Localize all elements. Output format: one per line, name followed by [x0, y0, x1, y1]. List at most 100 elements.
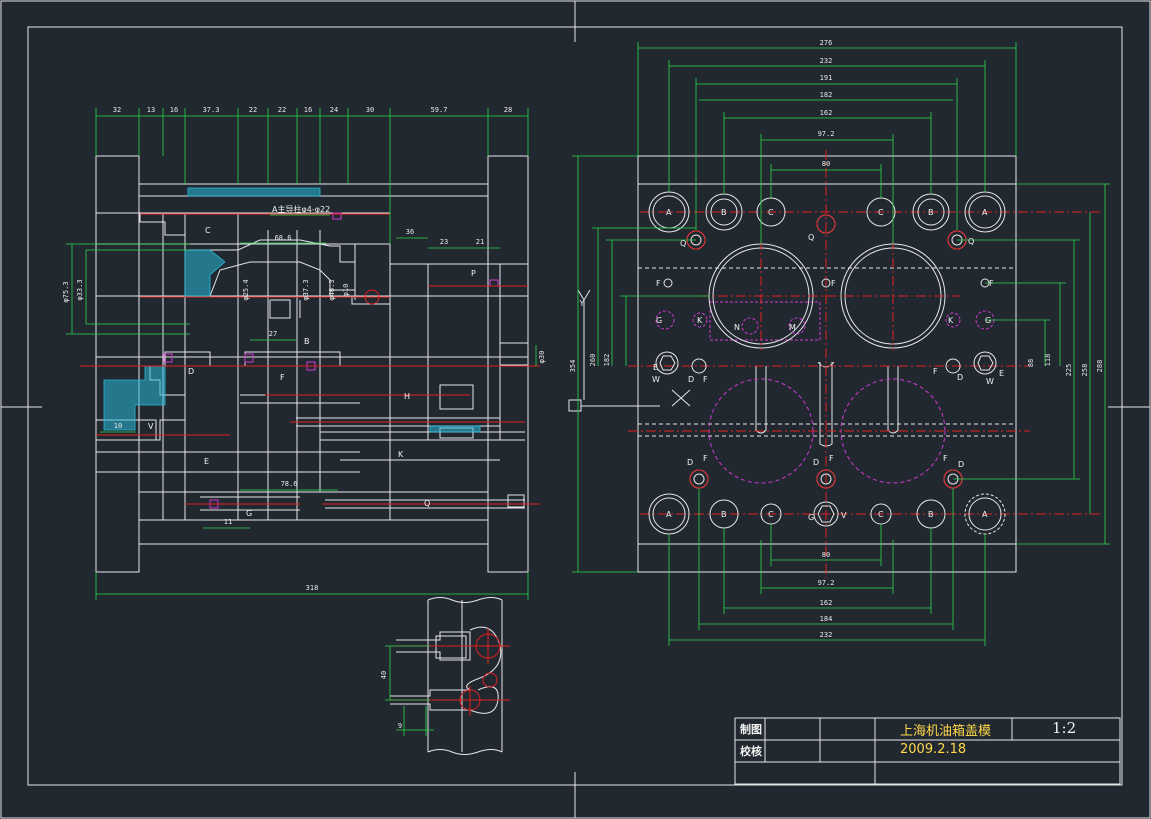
dim-24: 24: [330, 106, 338, 114]
hole-b-tr: B: [928, 208, 934, 217]
plan-view: Y: [568, 39, 1110, 646]
section-centerlines: [80, 213, 540, 505]
dim-21: 21: [476, 238, 484, 246]
plan-dim-182: 182: [820, 91, 833, 99]
plan-origin-marker: [568, 289, 691, 412]
dim-27: 27: [269, 330, 277, 338]
dim-28: 28: [504, 106, 512, 114]
dim-59-7: 59.7: [431, 106, 448, 114]
drawing-date: 2009.2.18: [900, 742, 966, 757]
dim-10: 10: [114, 422, 122, 430]
hole-d-3: D: [958, 460, 964, 469]
dim-318: 318: [306, 584, 319, 592]
plan-centerlines: [628, 150, 1100, 578]
section-hatch: [103, 187, 481, 433]
dia-37-3: φ37.3: [302, 279, 310, 300]
plan-bottom-dims: 80 97.2 162 184 232: [818, 551, 835, 639]
dim-22b: 22: [278, 106, 286, 114]
hole-d-5: D: [957, 373, 963, 382]
plan-dimension-lines: [572, 42, 1110, 646]
dim-23: 23: [440, 238, 448, 246]
hole-f-8: F: [933, 367, 938, 376]
hole-e-1: E: [653, 363, 658, 372]
plan-dim-232: 232: [820, 57, 833, 65]
plan-dim-260: 260: [589, 354, 597, 367]
hole-e-2: E: [999, 369, 1004, 378]
plan-dim-182l: 182: [603, 354, 611, 367]
plan-dim-258: 258: [1081, 364, 1089, 377]
hole-d-2: D: [813, 458, 819, 467]
hole-c-bl: C: [768, 510, 774, 519]
section-dimension-lines: [66, 108, 537, 600]
plan-dim-184: 184: [820, 615, 833, 623]
section-view: 32 13 16 37.3 22 22 16 24 30 59.7 28 318…: [62, 106, 546, 600]
hole-f-3: F: [943, 454, 948, 463]
plan-side-dims: 354 260 182 88 118 225 258 288: [569, 354, 1104, 377]
hole-n: N: [734, 323, 740, 332]
detail-dim-40: 40: [380, 671, 388, 679]
hole-b-bl: B: [721, 510, 727, 519]
label-q: Q: [424, 499, 430, 508]
checked-by-label: 校核: [740, 744, 762, 758]
detail-view: 40 9: [380, 597, 510, 755]
dia-75-3: φ75.3: [62, 281, 70, 302]
hole-d-4: D: [688, 375, 694, 384]
hole-f-1: F: [703, 454, 708, 463]
title-block: 制图 校核 上海机油箱盖模 2009.2.18 1:2: [734, 717, 1121, 785]
hole-q-2: Q: [968, 237, 974, 246]
plan-dim-80b: 80: [822, 551, 830, 559]
section-internal-dims: 68.6 27 36 23 21 10 78.6 11: [114, 228, 484, 526]
label-k: K: [398, 450, 404, 459]
plan-hole-labels: A A A A B B B B C C C C D D D D D F F F …: [652, 208, 1004, 522]
hole-g-1: G: [656, 316, 662, 325]
drawing-title: 上海机油箱盖模: [900, 723, 991, 739]
hole-w-2: W: [986, 377, 994, 386]
hole-a-bl: A: [666, 510, 672, 519]
hole-w-1: W: [652, 375, 660, 384]
dim-13: 13: [147, 106, 155, 114]
axis-y-label: Y: [579, 299, 585, 308]
plan-dim-191: 191: [820, 74, 833, 82]
plan-dim-225: 225: [1065, 364, 1073, 377]
label-h: H: [404, 392, 410, 401]
label-v: V: [148, 422, 154, 431]
label-g: G: [246, 509, 252, 518]
plan-dim-354: 354: [569, 360, 577, 373]
hole-g-3: G: [808, 513, 814, 522]
dia-33-3: φ33.3: [76, 279, 84, 300]
label-p: P: [471, 269, 476, 278]
plan-top-dims: 276 232 191 182 162 97.2 80: [818, 39, 835, 168]
dim-37-3: 37.3: [203, 106, 220, 114]
hole-f-7: F: [703, 375, 708, 384]
label-c: C: [205, 226, 211, 235]
hole-f-6: F: [989, 279, 994, 288]
hole-v: V: [841, 511, 847, 520]
dim-30: 30: [366, 106, 374, 114]
hole-d-1: D: [687, 458, 693, 467]
hole-f-2: F: [829, 454, 834, 463]
dia-25-4: φ25.4: [242, 279, 250, 300]
hole-a-tl: A: [666, 208, 672, 217]
dim-11: 11: [224, 518, 232, 526]
plan-cooling-holes: [655, 310, 995, 335]
hole-f-4: F: [656, 279, 661, 288]
plan-dim-288: 288: [1096, 360, 1104, 373]
plan-holes: [648, 191, 1006, 535]
hole-c-tl: C: [768, 208, 774, 217]
hole-b-tl: B: [721, 208, 727, 217]
drawing-scale: 1:2: [1052, 719, 1076, 737]
drawn-by-label: 制图: [740, 722, 762, 736]
dia-10: φ10: [342, 284, 350, 297]
dim-32: 32: [113, 106, 121, 114]
plan-dim-232b: 232: [820, 631, 833, 639]
hole-m: M: [789, 323, 796, 332]
plan-dim-88: 88: [1027, 359, 1035, 367]
plan-dim-118: 118: [1044, 354, 1052, 367]
hole-c-br: C: [878, 510, 884, 519]
dim-16b: 16: [304, 106, 312, 114]
label-e: E: [204, 457, 209, 466]
plan-dim-97-2: 97.2: [818, 130, 835, 138]
section-top-dims: 32 13 16 37.3 22 22 16 24 30 59.7 28 318: [113, 106, 512, 592]
dim-36: 36: [406, 228, 414, 236]
